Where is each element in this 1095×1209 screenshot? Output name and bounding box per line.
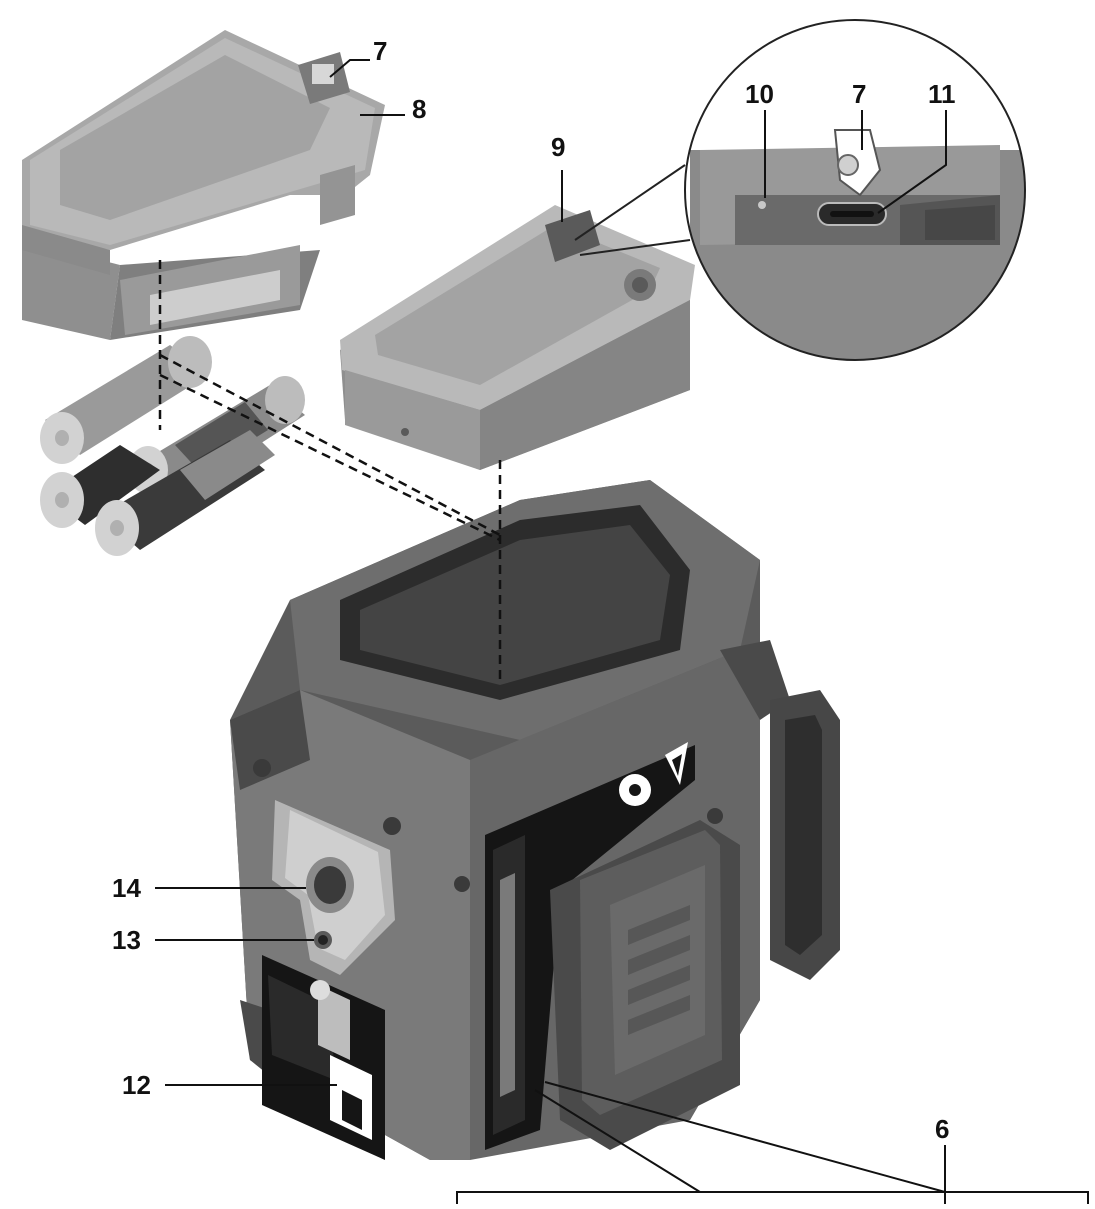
callout-14: 14 bbox=[112, 873, 141, 903]
leader-lines bbox=[155, 59, 1089, 1204]
callout-6: 6 bbox=[935, 1114, 949, 1144]
battery-pack-9 bbox=[340, 205, 695, 470]
callout-12: 12 bbox=[122, 1070, 151, 1100]
tripod-thread-14 bbox=[306, 857, 354, 913]
detail-zoom bbox=[574, 19, 1026, 361]
zoom-latch-7 bbox=[833, 129, 882, 197]
callout-7-zoom: 7 bbox=[852, 79, 866, 109]
type-plate-12 bbox=[262, 955, 385, 1160]
callout-labels: 7 8 9 10 7 11 14 13 12 6 bbox=[112, 36, 956, 1144]
warning-label-6 bbox=[485, 742, 695, 1150]
callout-8: 8 bbox=[412, 94, 426, 124]
callout-9: 9 bbox=[551, 132, 565, 162]
mount-hole-13 bbox=[314, 931, 332, 949]
callout-10: 10 bbox=[745, 79, 774, 109]
laser-class-icon bbox=[619, 774, 651, 806]
callout-13: 13 bbox=[112, 925, 141, 955]
status-led-10 bbox=[758, 201, 766, 209]
callout-11: 11 bbox=[928, 79, 956, 109]
battery-cell bbox=[40, 336, 212, 464]
usb-c-port-11 bbox=[817, 202, 887, 226]
laser-window-module bbox=[550, 820, 740, 1150]
battery-cell bbox=[40, 445, 160, 528]
assembly-guides bbox=[158, 260, 502, 680]
warning-triangle-icon bbox=[665, 742, 688, 785]
battery-latch-7 bbox=[298, 52, 350, 104]
certification-mark-icon bbox=[310, 980, 330, 1000]
callout-7-top: 7 bbox=[373, 36, 387, 66]
aa-batteries bbox=[40, 336, 305, 556]
battery-cell bbox=[95, 430, 275, 556]
battery-adapter-8 bbox=[22, 30, 385, 340]
